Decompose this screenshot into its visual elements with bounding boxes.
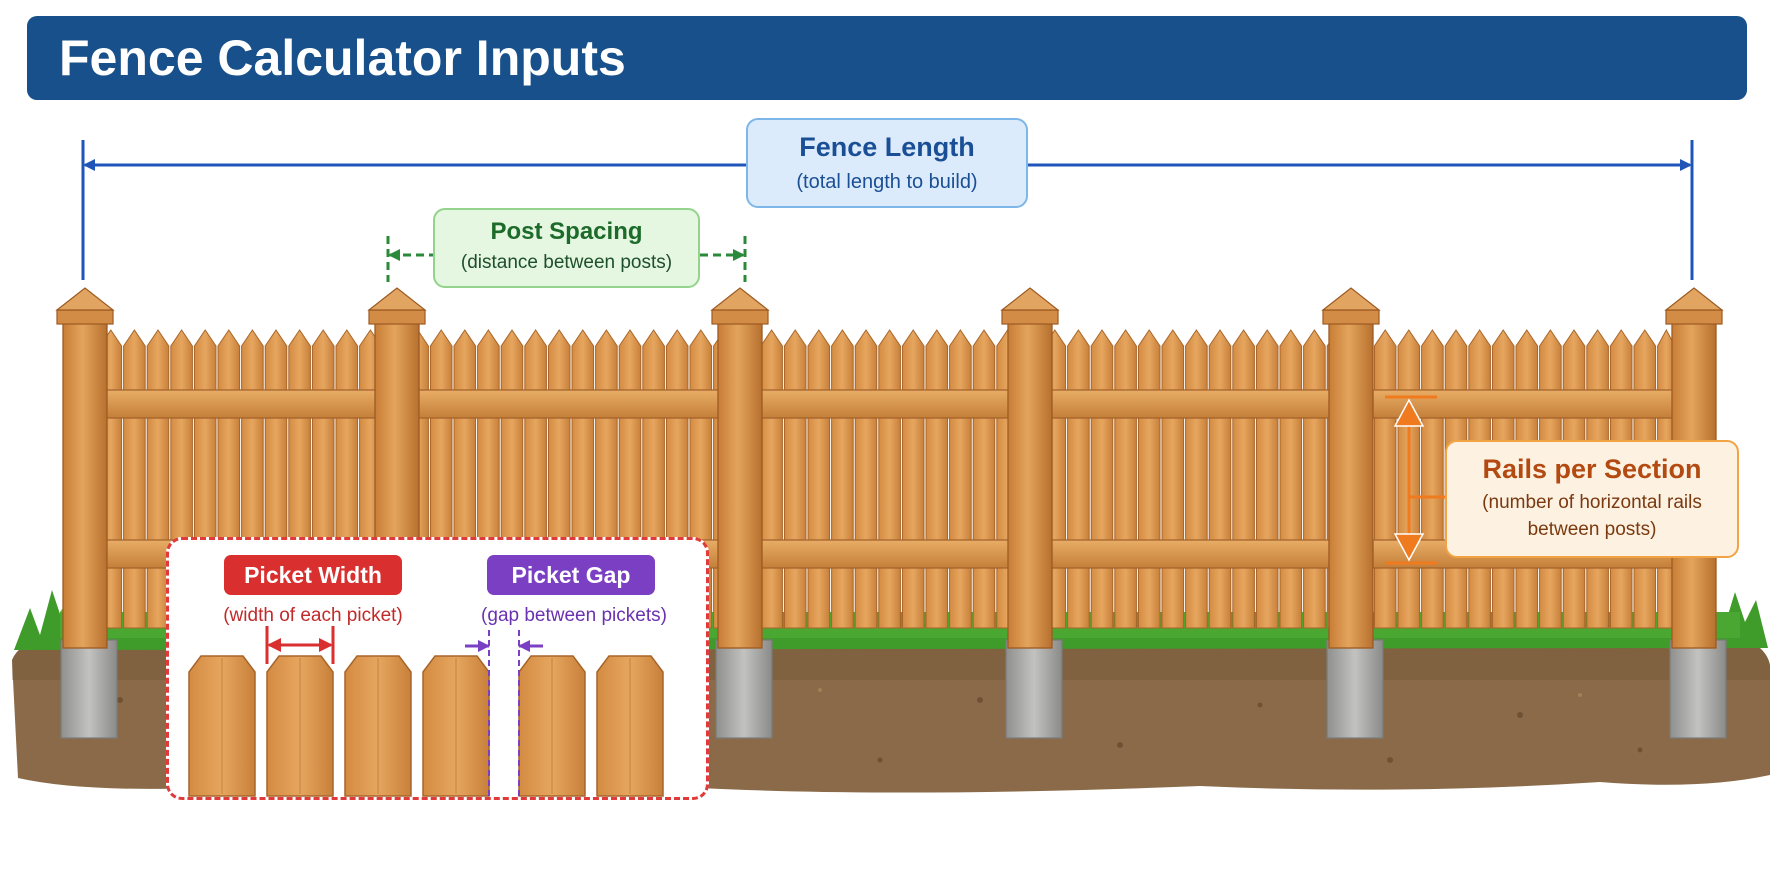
picket-gap-subtitle: (gap between pickets)	[481, 605, 667, 626]
picket-board	[1255, 329, 1279, 629]
post-spacing-title: Post Spacing	[490, 218, 643, 245]
post-spacing-subtitle: (distance between posts)	[460, 252, 673, 273]
page-title: Fence Calculator Inputs	[59, 30, 626, 86]
post-spacing-label: Post Spacing (distance between posts)	[433, 208, 700, 288]
post-cap	[55, 287, 115, 311]
post-cap	[1664, 287, 1724, 311]
post-cap-base	[1001, 309, 1059, 325]
concrete-footing	[715, 639, 773, 739]
picket-board	[1137, 329, 1161, 629]
picket-board	[925, 329, 949, 629]
post-body	[717, 317, 763, 649]
fence-length-dimension	[81, 140, 1694, 280]
post-cap	[1000, 287, 1060, 311]
picket-board	[1232, 329, 1255, 629]
post-cap-base	[1322, 309, 1380, 325]
picket-board	[949, 329, 972, 629]
concrete-footing	[60, 639, 118, 739]
post-cap	[710, 287, 770, 311]
picket-board	[760, 329, 783, 629]
post-body	[1007, 317, 1053, 649]
picket-board	[1090, 329, 1114, 629]
picket-board	[901, 329, 925, 629]
fence-length-subtitle: (total length to build)	[796, 171, 978, 193]
sample-pickets	[188, 626, 664, 797]
picket-board	[807, 329, 831, 629]
rails-dimension	[1385, 395, 1445, 565]
fence-length-title: Fence Length	[799, 132, 975, 162]
picket-board	[1161, 329, 1185, 629]
picket-board	[878, 329, 901, 629]
post-body	[1328, 317, 1374, 649]
fence-post	[1321, 287, 1384, 739]
picket-detail-panel: Picket Width (width of each picket) Pick…	[166, 537, 709, 800]
post-cap-base	[1665, 309, 1723, 325]
post-cap	[1321, 287, 1381, 311]
picket-board	[972, 329, 996, 629]
horizontal-rail	[99, 389, 1676, 419]
post-cap-base	[56, 309, 114, 325]
post-cap	[367, 287, 427, 311]
picket-board	[831, 329, 854, 629]
rails-per-section-label: Rails per Section (number of horizontal …	[1445, 440, 1739, 558]
picket-width-subtitle: (width of each picket)	[223, 605, 403, 626]
picket-board	[1421, 329, 1444, 629]
rails-per-section-subtitle: (number of horizontal rails between post…	[1482, 492, 1702, 540]
picket-width-title: Picket Width	[224, 555, 402, 595]
concrete-footing	[1669, 639, 1727, 739]
picket-board	[1373, 329, 1397, 629]
post-cap-base	[368, 309, 426, 325]
post-cap-base	[711, 309, 769, 325]
picket-board	[1185, 329, 1208, 629]
fence-post	[55, 287, 118, 739]
picket-board	[1303, 329, 1326, 629]
fence-length-label: Fence Length (total length to build)	[746, 118, 1028, 208]
picket-board	[854, 329, 878, 629]
title-bar: Fence Calculator Inputs	[27, 16, 1747, 100]
post-body	[62, 317, 108, 649]
rails-per-section-title: Rails per Section	[1482, 454, 1702, 484]
concrete-footing	[1005, 639, 1063, 739]
picket-gap-title: Picket Gap	[487, 555, 655, 595]
fence-post	[710, 287, 773, 739]
picket-board	[1067, 329, 1090, 629]
picket-board	[123, 329, 146, 629]
picket-board	[783, 329, 807, 629]
fence-post	[1000, 287, 1063, 739]
picket-board	[1114, 329, 1137, 629]
post-spacing-dimension	[386, 236, 747, 282]
picket-board	[1279, 329, 1303, 629]
picket-board	[1208, 329, 1232, 629]
concrete-footing	[1326, 639, 1384, 739]
